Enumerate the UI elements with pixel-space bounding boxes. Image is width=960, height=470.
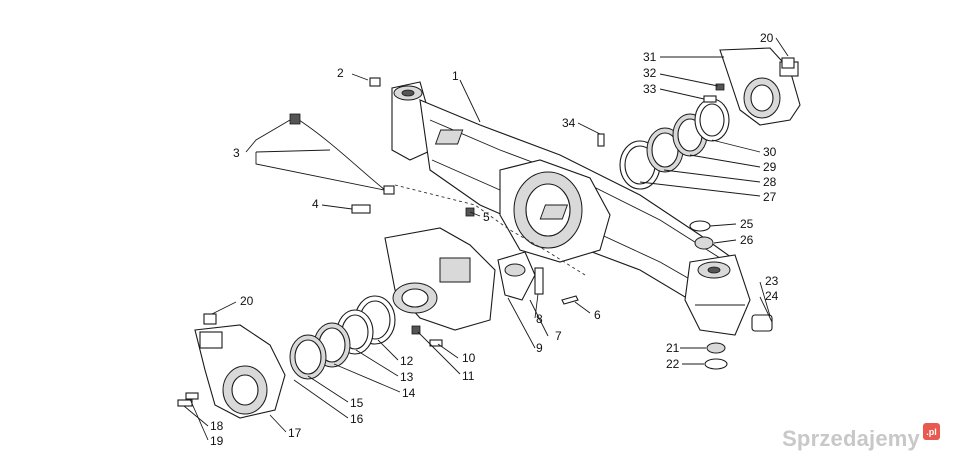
leader-lines xyxy=(183,37,789,441)
label-11: 11 xyxy=(462,369,475,383)
label-19: 19 xyxy=(210,434,224,448)
label-4: 4 xyxy=(312,197,319,211)
label-9: 9 xyxy=(536,341,543,355)
label-6: 6 xyxy=(594,308,601,322)
label-33: 33 xyxy=(643,82,657,96)
label-17: 17 xyxy=(288,426,302,440)
label-8: 8 xyxy=(536,312,543,326)
label-29: 29 xyxy=(763,160,777,174)
label-14: 14 xyxy=(402,386,416,400)
label-2: 2 xyxy=(337,66,344,80)
label-26: 26 xyxy=(740,233,754,247)
label-30: 30 xyxy=(763,145,777,159)
label-12: 12 xyxy=(400,354,414,368)
label-18: 18 xyxy=(210,419,224,433)
label-25: 25 xyxy=(740,217,754,231)
right-bracket xyxy=(719,47,801,126)
differential-housing xyxy=(384,227,536,331)
label-16: 16 xyxy=(350,412,364,426)
label-31: 31 xyxy=(643,50,657,64)
left-ring-stack xyxy=(289,295,396,380)
left-bracket xyxy=(194,324,286,419)
label-20-left: 20 xyxy=(240,294,254,308)
label-27: 27 xyxy=(763,190,777,204)
label-7: 7 xyxy=(555,329,562,343)
label-22: 22 xyxy=(666,357,680,371)
right-ring-stack xyxy=(619,98,730,190)
label-23: 23 xyxy=(765,274,779,288)
label-15: 15 xyxy=(350,396,364,410)
label-13: 13 xyxy=(400,370,414,384)
part-labels: 1 2 3 4 5 6 7 8 9 10 11 12 13 14 15 16 1… xyxy=(210,31,779,448)
watermark: Sprzedajemy .pl xyxy=(782,423,940,454)
label-20-right: 20 xyxy=(760,31,774,45)
label-21: 21 xyxy=(666,341,680,355)
label-10: 10 xyxy=(462,351,476,365)
label-34: 34 xyxy=(562,116,576,130)
label-3: 3 xyxy=(233,146,240,160)
label-32: 32 xyxy=(643,66,657,80)
axle-housing xyxy=(391,81,751,336)
label-1: 1 xyxy=(452,69,459,83)
watermark-text: Sprzedajemy xyxy=(782,425,920,451)
label-24: 24 xyxy=(765,289,779,303)
label-28: 28 xyxy=(763,175,777,189)
watermark-badge: .pl xyxy=(923,423,940,440)
label-5: 5 xyxy=(483,210,490,224)
